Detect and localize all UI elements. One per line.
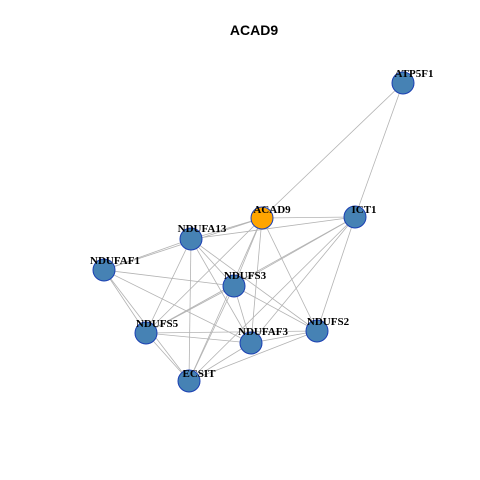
node-label-ndufs3: NDUFS3 [224, 270, 267, 282]
node-layer [92, 71, 415, 393]
node-acad9 [250, 206, 274, 230]
edge-ndufaf1-ndufs5 [103, 269, 147, 334]
edge-acad9-ndufaf3 [250, 217, 263, 344]
node-label-acad9: ACAD9 [253, 204, 291, 216]
edge-acad9-ndufs5 [145, 217, 263, 334]
edge-ndufaf1-ndufs3 [103, 269, 235, 287]
edge-ict1-ndufs2 [316, 216, 356, 332]
edge-ndufaf3-ecsit [188, 342, 252, 382]
edge-ict1-ecsit [188, 216, 356, 382]
node-label-ndufaf1: NDUFAF1 [90, 255, 140, 267]
edge-atp5f1-ict1 [354, 82, 404, 218]
node-label-ndufa13: NDUFA13 [178, 223, 227, 235]
node-label-ndufs5: NDUFS5 [136, 318, 179, 330]
edge-atp5f1-acad9 [261, 82, 404, 219]
edge-ndufs3-ecsit [188, 285, 235, 382]
edge-ict1-ndufaf3 [250, 216, 356, 344]
edge-ndufs5-ndufaf3 [145, 332, 252, 344]
edge-ndufa13-ecsit [188, 238, 192, 382]
node-ndufs2 [305, 319, 329, 343]
edge-acad9-ndufs2 [261, 217, 318, 332]
edge-ndufa13-ndufs5 [145, 238, 192, 334]
node-ecsit [177, 369, 201, 393]
edge-ndufs2-ecsit [188, 330, 318, 382]
edge-layer [103, 82, 404, 382]
node-label-ecsit: ECSIT [182, 368, 216, 380]
node-ndufs3 [222, 274, 246, 298]
edge-ndufaf1-ndufaf3 [103, 269, 252, 344]
edge-ndufs3-ndufs5 [145, 285, 235, 334]
node-ndufs5 [134, 321, 158, 345]
edge-acad9-ict1 [261, 216, 356, 219]
node-atp5f1 [391, 71, 415, 95]
edge-ndufs5-ndufs2 [145, 330, 318, 334]
edge-ict1-ndufs5 [145, 216, 356, 334]
graph-title: ACAD9 [230, 22, 278, 38]
node-label-ndufaf3: NDUFAF3 [238, 326, 288, 338]
edge-ndufa13-ndufaf1 [103, 238, 192, 271]
node-label-atp5f1: ATP5F1 [395, 68, 434, 80]
node-label-ict1: ICT1 [351, 204, 376, 216]
node-ndufa13 [179, 227, 203, 251]
node-label-ndufs2: NDUFS2 [307, 316, 350, 328]
node-ndufaf3 [239, 331, 263, 355]
node-ict1 [343, 205, 367, 229]
edge-ndufa13-ndufaf3 [190, 238, 252, 344]
node-ndufaf1 [92, 258, 116, 282]
edge-ndufa13-ndufs2 [190, 238, 318, 332]
edge-ict1-ndufa13 [190, 216, 356, 240]
edge-ndufs3-ndufs2 [233, 285, 318, 332]
